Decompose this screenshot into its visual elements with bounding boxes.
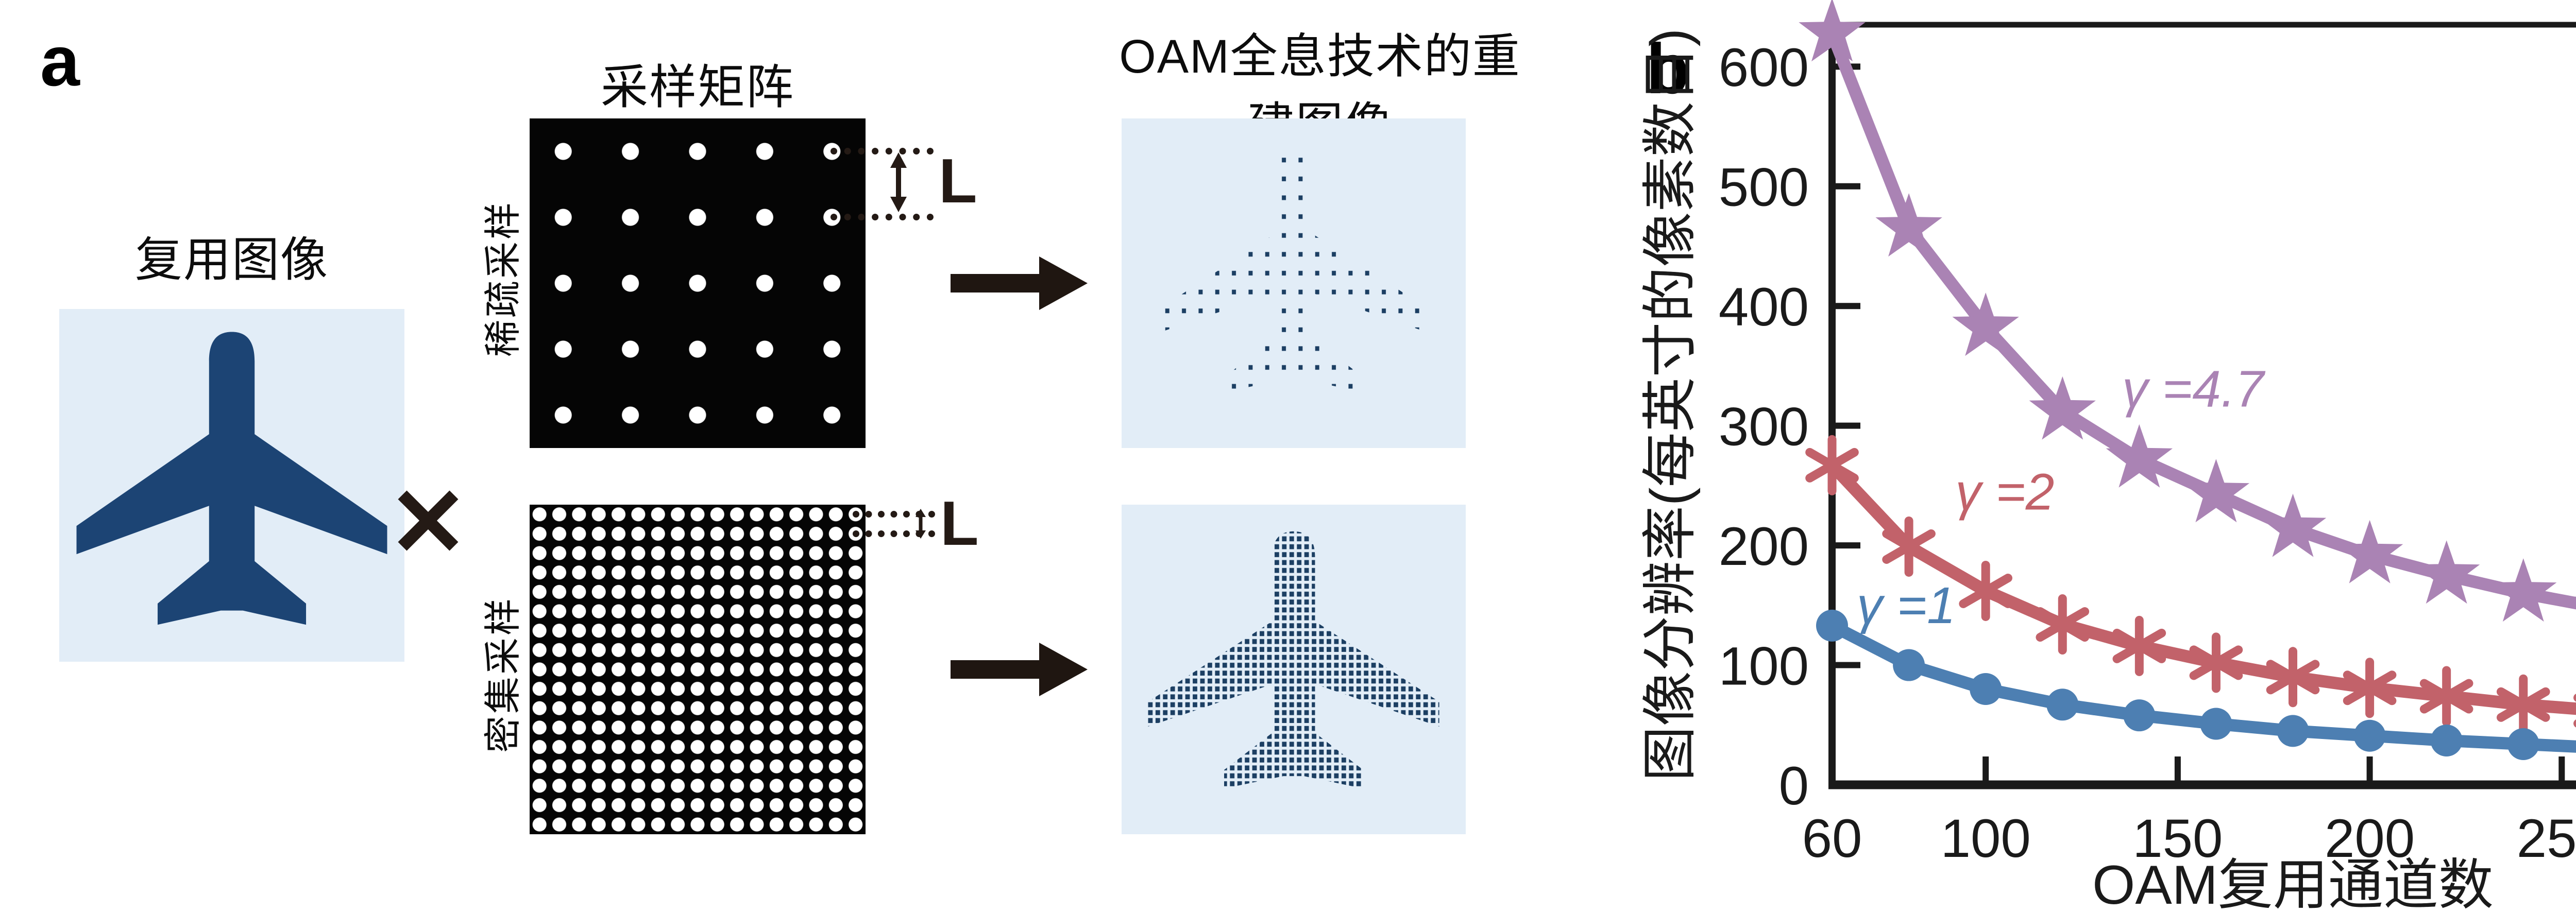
marker-asterisk-arm (1805, 448, 1859, 483)
y-tick-label: 600 (1719, 38, 1809, 98)
x-axis-label: OAM复用通道数 (2092, 854, 2494, 912)
x-tick-label: 60 (1802, 808, 1862, 869)
curve-label-gamma-1: γ =1 (1857, 577, 1956, 634)
marker-star (2567, 596, 2576, 604)
marker-asterisk-arm (2112, 628, 2166, 663)
marker-star (2490, 558, 2557, 622)
x-tick-label: 250 (2517, 808, 2576, 869)
marker-circle (1893, 649, 1925, 681)
marker-asterisk-arm (2343, 670, 2397, 705)
curve-label-gamma-4.7: γ =4.7 (2122, 360, 2266, 418)
marker-star (2029, 376, 2096, 440)
marker-asterisk-arm (2189, 645, 2243, 680)
panel-a-label: a (40, 22, 80, 101)
marker-circle (1816, 609, 1848, 642)
sparse-row-label: 稀疏采样 (483, 200, 524, 357)
series-gamma-4.7: γ =4.7 (1799, 0, 2576, 622)
marker-circle (2430, 724, 2463, 756)
series-line-gamma-4.7 (1826, 27, 2576, 610)
multiply-icon (394, 487, 462, 555)
y-tick-label: 300 (1719, 397, 1809, 457)
recon-sparse-image (1122, 118, 1466, 448)
y-tick-label: 0 (1779, 756, 1809, 816)
marker-circle (2200, 708, 2232, 740)
x-tick-label: 100 (1941, 808, 2031, 869)
sparse-sampling-matrix (530, 118, 866, 448)
panel-b-label: b (1646, 29, 1690, 109)
marker-star (1952, 292, 2019, 356)
marker-asterisk-arm (1882, 529, 1936, 564)
arrow-right-icon-dense (951, 639, 1090, 700)
marker-star (1799, 0, 1866, 62)
marker-star (2259, 493, 2327, 557)
sparse-spacing-label: L (939, 146, 977, 216)
x-tick-label: 200 (2325, 808, 2415, 869)
arrow-right-icon-sparse (951, 252, 1090, 314)
marker-star (2182, 459, 2250, 523)
marker-circle (2507, 728, 2539, 760)
marker-asterisk-arm (2496, 687, 2550, 722)
series-gamma-2: γ =2 (1805, 435, 2576, 735)
marker-circle (2123, 699, 2156, 732)
dense-spacing-dotline-top (853, 511, 935, 518)
marker-circle (2277, 715, 2309, 747)
series-gamma-1: γ =1 (1816, 577, 2576, 760)
recon-dense-image (1122, 505, 1466, 834)
sampling-matrix-title: 采样矩阵 (600, 61, 794, 114)
y-tick-label: 100 (1719, 636, 1809, 696)
y-tick-label: 200 (1719, 517, 1809, 577)
marker-asterisk-arm (1959, 573, 2012, 608)
airplane-icon (76, 332, 387, 625)
curve-label-gamma-2: γ =2 (1956, 463, 2055, 521)
marker-circle (1970, 673, 2002, 705)
airplane-sparse-dots-icon (1157, 150, 1430, 391)
marker-asterisk-arm (2266, 660, 2320, 695)
marker-circle (2046, 689, 2079, 721)
marker-star (2336, 520, 2403, 583)
sparse-spacing-dotline-bottom (831, 214, 934, 220)
dense-spacing-label: L (940, 488, 979, 558)
sparse-spacing-arrow-icon (887, 152, 910, 212)
marker-asterisk-arm (2036, 607, 2090, 642)
dense-spacing-dotline-bottom (853, 530, 935, 537)
marker-star (2413, 540, 2480, 604)
marker-asterisk-arm (2419, 679, 2473, 714)
dense-sampling-matrix (530, 505, 866, 834)
airplane-dense-dots-icon (1148, 531, 1439, 789)
y-tick-label: 400 (1719, 277, 1809, 337)
mux-image-box (59, 309, 404, 662)
mux-image-title: 复用图像 (134, 234, 329, 286)
y-tick-label: 500 (1719, 158, 1809, 218)
dense-spacing-arrow-icon (913, 509, 928, 539)
marker-star (2106, 424, 2173, 488)
y-axis-label: 图像分辨率(每英寸的像素数目) (1639, 28, 1701, 781)
sparse-spacing-dotline-top (831, 148, 934, 154)
dense-row-label: 密集采样 (483, 596, 524, 753)
marker-star (1875, 193, 1942, 257)
x-tick-label: 150 (2132, 808, 2223, 869)
marker-circle (2353, 719, 2386, 752)
resolution-vs-channels-chart: 601001502002503000100200300400500600OAM复… (1639, 0, 2576, 912)
